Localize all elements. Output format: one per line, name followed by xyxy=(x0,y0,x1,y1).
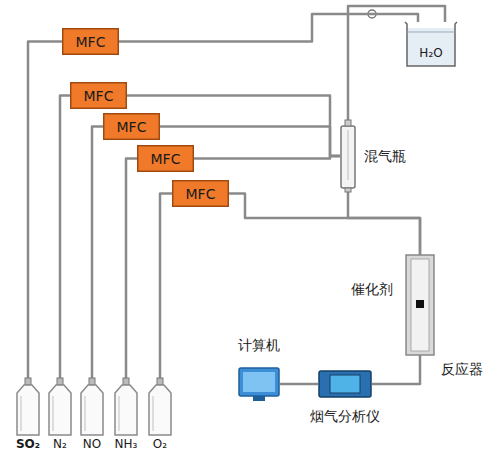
gas-label: NO xyxy=(83,437,101,451)
gas-cylinder-outline xyxy=(79,378,105,436)
gas-label: SO₂ xyxy=(16,437,40,451)
gas-label: O₂ xyxy=(153,437,167,451)
mixing-bottle: 混气瓶 xyxy=(340,120,356,192)
flow-controller: MFC xyxy=(70,82,127,109)
computer-icon-outline xyxy=(238,367,280,401)
computer-icon: 计算机 xyxy=(238,367,280,401)
gas-pipe xyxy=(160,194,172,379)
gas-cylinder: NO xyxy=(79,378,105,436)
gas-cylinder-outline xyxy=(113,378,139,436)
box-label: MFC xyxy=(84,87,114,104)
gas-cylinder-outline xyxy=(47,378,73,436)
flue-gas-analyzer-outline xyxy=(318,370,372,398)
part-label: 计算机 xyxy=(238,337,280,354)
box-label: MFC xyxy=(151,150,181,167)
reactor-tube-outline xyxy=(405,255,435,355)
gas-cylinder: N₂ xyxy=(47,378,73,436)
gas-cylinder: NH₃ xyxy=(113,378,139,436)
part-label: H₂O xyxy=(419,46,442,60)
box-label: MFC xyxy=(186,185,216,202)
part-label: 烟气分析仪 xyxy=(310,408,380,425)
gas-pipe xyxy=(194,156,340,159)
gas-cylinder: SO₂ xyxy=(15,378,41,436)
box-label: MFC xyxy=(76,33,106,50)
flue-gas-analyzer: 烟气分析仪 xyxy=(318,370,372,398)
flow-controller: MFC xyxy=(172,180,229,207)
gas-pipe xyxy=(60,96,70,379)
water-beaker: H₂O xyxy=(405,22,457,66)
flow-controller: MFC xyxy=(137,145,194,172)
gas-cylinder: O₂ xyxy=(147,378,173,436)
gas-pipe xyxy=(348,192,420,255)
part-label: 混气瓶 xyxy=(364,148,406,165)
flow-controller: MFC xyxy=(62,28,119,55)
gas-pipe xyxy=(280,383,318,386)
gas-pipe xyxy=(229,194,420,256)
box-label: MFC xyxy=(117,118,147,135)
reactor-tube: 催化剂反应器 xyxy=(405,255,435,355)
gas-pipe xyxy=(92,127,103,379)
gas-pipe xyxy=(126,159,137,379)
gas-label: NH₃ xyxy=(115,437,138,451)
gas-label: N₂ xyxy=(53,437,67,451)
gas-pipe xyxy=(119,14,418,42)
gas-cylinder-outline xyxy=(15,378,41,436)
part-label: 反应器 xyxy=(441,361,483,378)
flow-controller: MFC xyxy=(103,113,160,140)
gas-pipe xyxy=(372,355,420,384)
part-label: 催化剂 xyxy=(351,281,393,298)
gas-cylinder-outline xyxy=(147,378,173,436)
gas-pipe xyxy=(28,42,62,379)
mixing-bottle-outline xyxy=(340,120,356,192)
